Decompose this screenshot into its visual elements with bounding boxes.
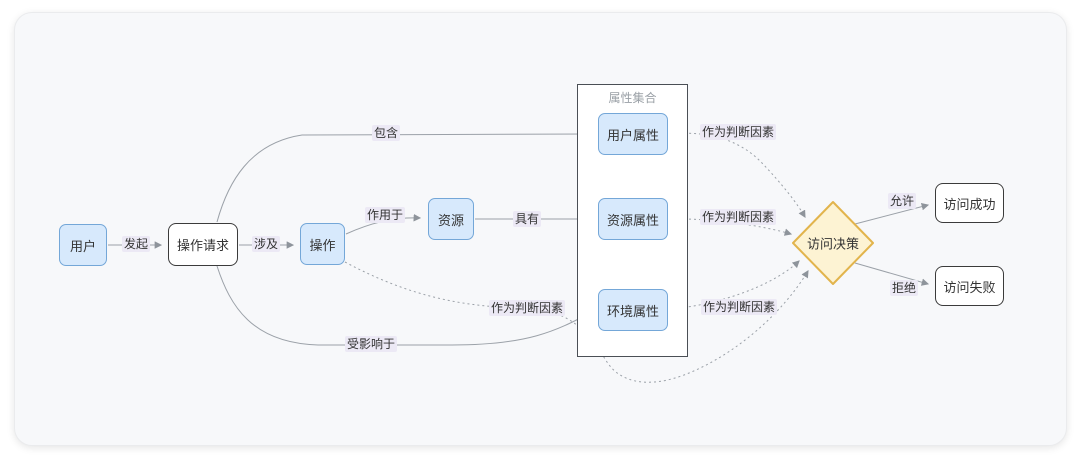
edge-label-factor-user-attr: 作为判断因素 — [699, 124, 777, 140]
edge-op-request-to-user-attr — [216, 130, 592, 223]
group-attribute-set-title: 属性集合 — [608, 91, 657, 105]
node-user: 用户 — [59, 224, 107, 266]
edge-label-factor-operation: 作为判断因素 — [488, 300, 566, 316]
edge-label-factor-resource-attr: 作为判断因素 — [699, 209, 777, 225]
edge-label-contain: 包含 — [371, 125, 401, 141]
node-decision-shape — [792, 201, 874, 285]
node-access-decision: 访问决策 — [806, 236, 860, 252]
edge-label-involve: 涉及 — [251, 236, 281, 252]
edge-label-have: 具有 — [512, 211, 542, 227]
edge-operation-to-decision — [344, 261, 809, 383]
node-resource-attributes: 资源属性 — [598, 198, 668, 240]
node-resource: 资源 — [428, 198, 474, 240]
edge-label-affected-by: 受影响于 — [344, 336, 398, 352]
node-access-success: 访问成功 — [935, 183, 1004, 223]
node-user-attributes: 用户属性 — [598, 113, 668, 155]
node-operation-request: 操作请求 — [168, 223, 238, 266]
edge-user-attr-to-decision — [668, 132, 806, 218]
node-operation: 操作 — [300, 223, 345, 265]
node-environment-attributes: 环境属性 — [598, 289, 668, 331]
edge-label-act-on: 作用于 — [364, 207, 406, 223]
node-access-fail: 访问失败 — [935, 266, 1004, 306]
edge-label-factor-env-attr: 作为判断因素 — [700, 299, 778, 315]
edge-label-allow: 允许 — [887, 193, 917, 209]
edge-decision-to-success — [854, 202, 930, 225]
edge-label-deny: 拒绝 — [889, 280, 919, 296]
edge-label-initiate: 发起 — [121, 236, 151, 252]
